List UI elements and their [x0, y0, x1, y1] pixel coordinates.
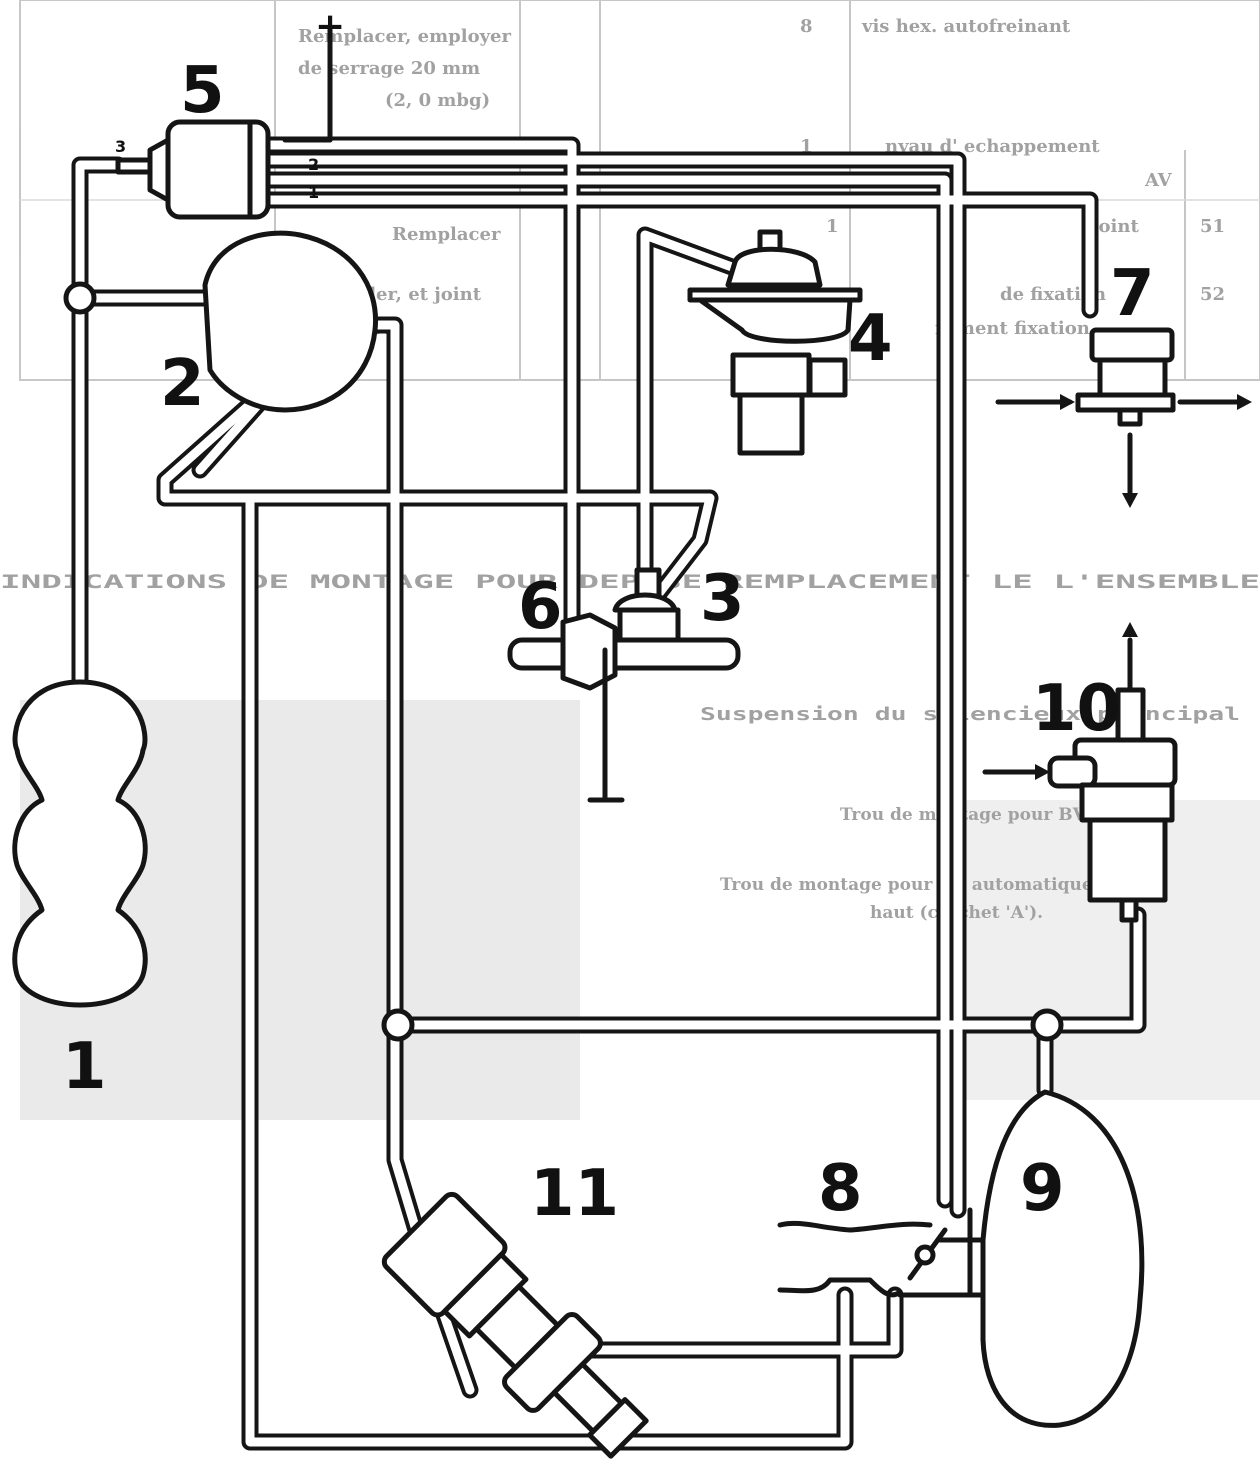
- bg-sub-1: Suspension du silencieux principal: [700, 704, 1240, 725]
- bg-sub-3: Trou de montage pour BV automatique en: [720, 875, 1122, 895]
- callout-11: 11: [530, 1157, 619, 1231]
- callout-7: 7: [1110, 257, 1155, 331]
- bg-table-num-4: 51: [1200, 216, 1225, 237]
- bg-table-num-1: 8: [800, 16, 813, 37]
- pipes-inner: [75, 140, 1143, 1447]
- bg-heading: INDICATIONS DE MONTAGE POUR DEPOSE REMPL…: [0, 571, 1260, 593]
- callout-1: 1: [62, 1030, 107, 1104]
- bg-table-line-11: rement fixation: [935, 318, 1090, 339]
- bg-table-num-5: 52: [1200, 284, 1225, 305]
- callout-numbers: 1 2 3 4 5 6 7 8 9 10 11: [62, 54, 1155, 1231]
- callout-9: 9: [1020, 1152, 1065, 1226]
- bg-table-num-3: 1: [826, 216, 839, 237]
- terminal-2: 2: [308, 155, 319, 174]
- callout-8: 8: [818, 1152, 863, 1226]
- component-3-6-distributor: [507, 567, 741, 803]
- component-1-accumulator: [12, 679, 148, 1008]
- component-8-valve: [777, 1220, 948, 1298]
- bg-table-line-4: Remplacer: [392, 224, 501, 245]
- bg-table-line-3: (2, 0 mbg): [385, 90, 490, 111]
- bg-table-line-12: vis hex. autofreinant: [861, 16, 1071, 37]
- callout-5: 5: [180, 54, 225, 128]
- terminal-3: 3: [115, 137, 126, 156]
- bg-table-line-2: de serrage 20 mm: [298, 58, 480, 79]
- pipe-inner-valve: [390, 1020, 475, 1395]
- pipe-inner-right-2: [265, 155, 963, 1215]
- pipe-inner-to-7: [265, 195, 1095, 315]
- callout-6: 6: [518, 570, 563, 644]
- component-4-valve: [687, 229, 863, 456]
- callout-4: 4: [848, 302, 893, 376]
- component-11-actuator: [381, 1191, 649, 1459]
- bg-table-line-9: Joint: [1088, 216, 1139, 237]
- callout-3: 3: [700, 562, 745, 636]
- terminal-plus: +: [315, 6, 345, 47]
- component-2-pump: [202, 230, 379, 413]
- callout-2: 2: [160, 347, 205, 421]
- component-7-valve: [995, 327, 1252, 508]
- component-10-valve: [982, 622, 1178, 923]
- bg-table-line-10: de fixation: [1000, 284, 1106, 305]
- bg-table-line-1: Remplacer, employer: [298, 26, 512, 47]
- pipe-inner-4-3: [640, 230, 745, 605]
- callout-10: 10: [1032, 672, 1121, 746]
- terminal-labels: + 1 2 3: [115, 6, 345, 202]
- pipe-inner-accumulator: [75, 160, 123, 685]
- pipe-inner-valve-8: [520, 1290, 900, 1355]
- junction-c: [1030, 1008, 1064, 1042]
- junction-a: [63, 281, 97, 315]
- component-5-pressure-switch: [115, 25, 333, 220]
- component-9-sphere: [897, 1089, 1145, 1428]
- pipe-inner-to-6: [265, 140, 577, 655]
- junction-b: [381, 1008, 415, 1042]
- pipe-inner-left-return: [245, 495, 850, 1447]
- bg-table-line-8: AV: [1144, 170, 1173, 191]
- pipe-inner-main: [390, 910, 1143, 1030]
- terminal-1: 1: [308, 183, 319, 202]
- pipe-accumulator-riser: [71, 156, 127, 689]
- pipe-inner-long-right: [265, 175, 950, 1205]
